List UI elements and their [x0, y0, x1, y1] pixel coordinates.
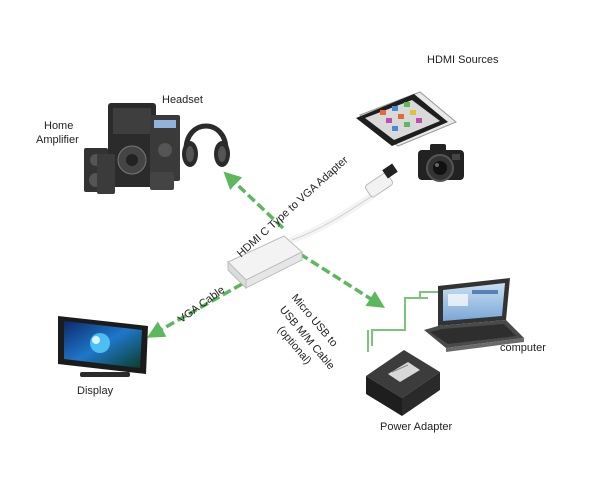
- tablet-icon: [356, 91, 457, 147]
- arrow-to-display: [146, 282, 243, 338]
- label-computer: computer: [500, 342, 546, 354]
- home-amplifier-icon: [84, 103, 180, 194]
- label-home-amplifier-line2: Amplifier: [36, 134, 79, 146]
- usb-cable: [367, 291, 440, 352]
- arrow-to-computer: [299, 252, 385, 308]
- camera-icon: [418, 144, 464, 182]
- label-headset: Headset: [162, 94, 203, 106]
- label-power-adapter: Power Adapter: [380, 421, 453, 433]
- laptop-icon: [424, 278, 524, 352]
- adapter-icon: [227, 163, 398, 290]
- power-adapter-icon: [366, 350, 440, 416]
- monitor-icon: [58, 316, 148, 377]
- label-home-amplifier-line1: Home: [44, 120, 74, 132]
- label-display: Display: [77, 385, 114, 397]
- label-hdmi-sources: HDMI Sources: [427, 54, 499, 66]
- arrow-to-headset: [223, 171, 285, 230]
- headset-icon: [182, 123, 230, 167]
